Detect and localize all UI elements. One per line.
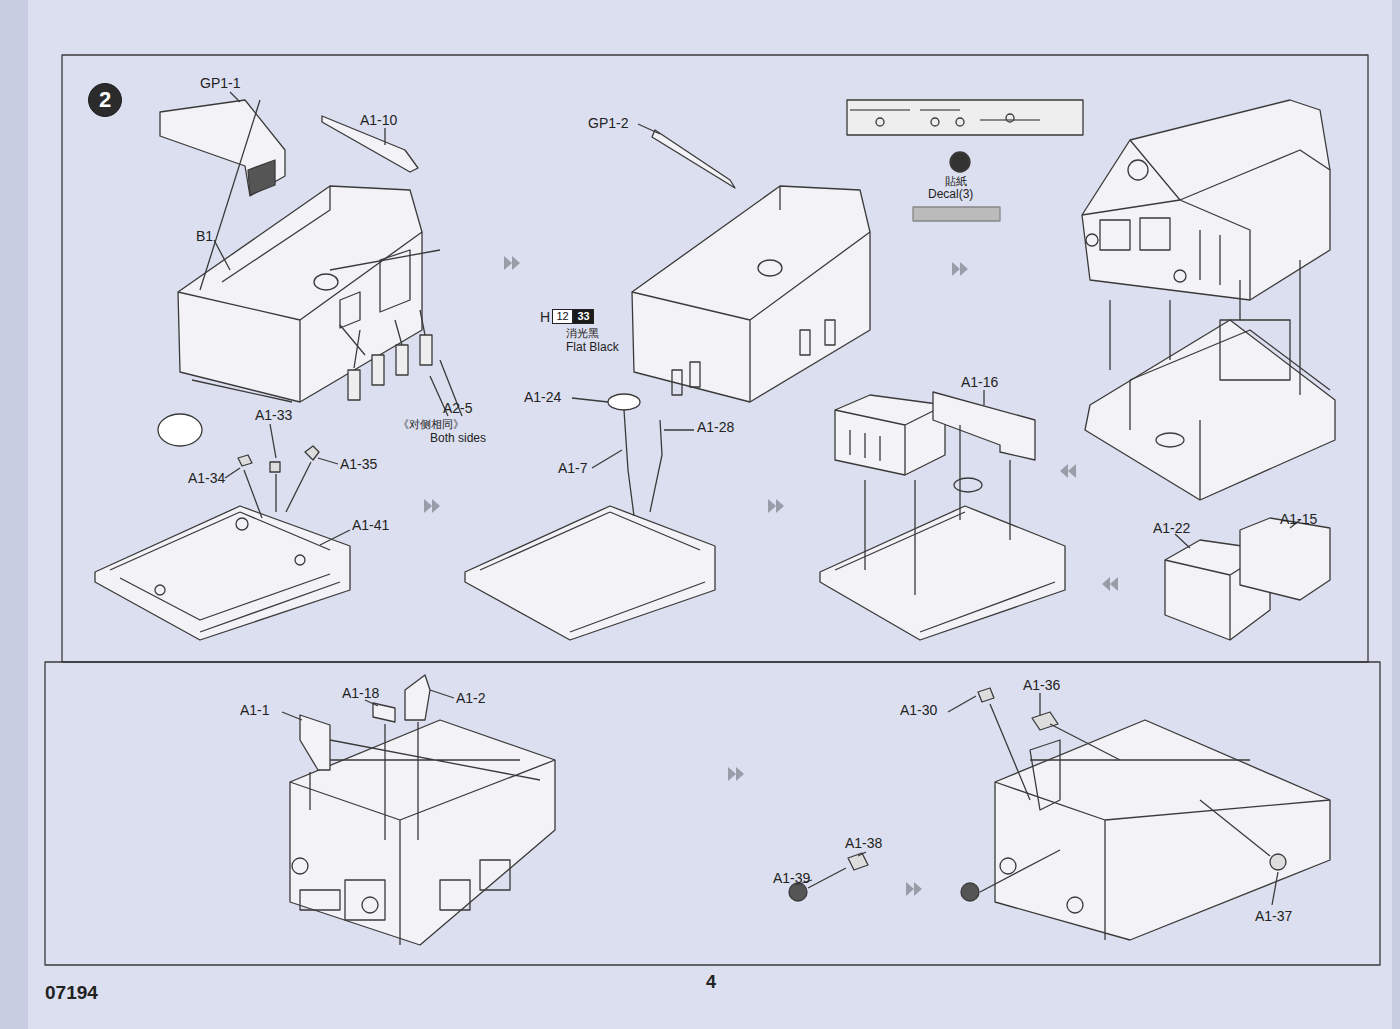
part-number: A2-5 — [443, 400, 473, 416]
decal-label: Decal(3) — [928, 188, 973, 202]
page-number: 4 — [706, 972, 716, 993]
part-number: GP1-2 — [588, 115, 628, 131]
part-number: A1-24 — [524, 389, 561, 405]
note-text: 《对侧相同》 — [398, 418, 464, 431]
node-text: 12 — [556, 311, 568, 322]
part-number: A1-37 — [1255, 908, 1292, 924]
node-text: 2 — [99, 89, 111, 111]
part-number: A1-28 — [697, 419, 734, 435]
part-number: A1-22 — [1153, 520, 1190, 536]
part-number: A1-1 — [240, 702, 270, 718]
part-number: A1-30 — [900, 702, 937, 718]
note-text: Both sides — [430, 432, 486, 446]
part-number: A1-7 — [558, 460, 588, 476]
paint-code-box: 33 — [573, 309, 594, 324]
part-number: A1-15 — [1280, 511, 1317, 527]
step-number: 2 — [88, 83, 122, 117]
part-number: A1-35 — [340, 456, 377, 472]
part-number: A1-34 — [188, 470, 225, 486]
paint-name: Flat Black — [566, 341, 619, 355]
paint-code-box: 12 — [552, 309, 573, 324]
part-number: A1-10 — [360, 112, 397, 128]
part-number: A1-18 — [342, 685, 379, 701]
part-number: A1-2 — [456, 690, 486, 706]
part-number: A1-38 — [845, 835, 882, 851]
part-number: B1 — [196, 228, 213, 244]
paint-name: 消光黑 — [566, 327, 599, 340]
part-number: GP1-1 — [200, 75, 240, 91]
node-text: 33 — [577, 311, 589, 322]
kit-number: 07194 — [45, 982, 98, 1004]
part-number: A1-36 — [1023, 677, 1060, 693]
part-number: A1-33 — [255, 407, 292, 423]
part-number: A1-39 — [773, 870, 810, 886]
paint-letter: H — [540, 309, 550, 325]
part-number: A1-41 — [352, 517, 389, 533]
decal-label: 貼紙 — [945, 175, 967, 188]
part-number: A1-16 — [961, 374, 998, 390]
